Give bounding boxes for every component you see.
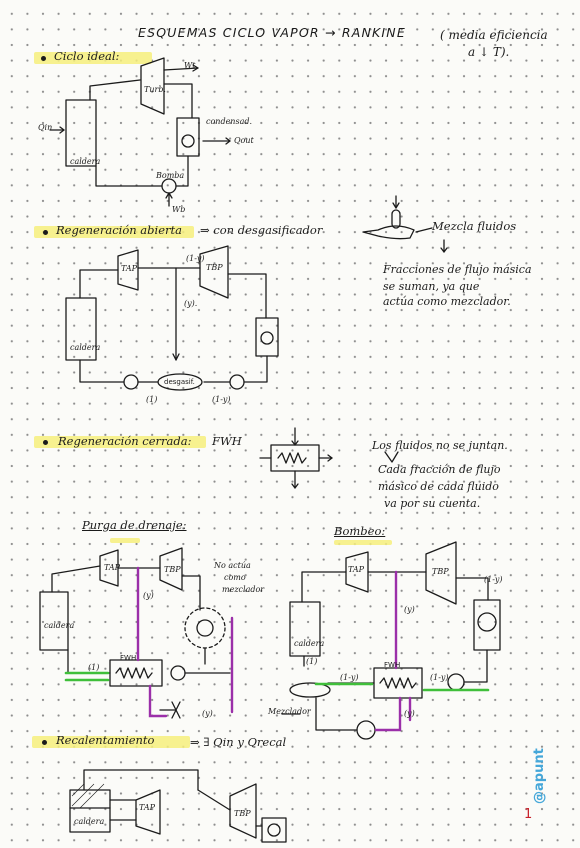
label-caldera-ideal: caldera <box>70 157 101 166</box>
page-subtitle-line2: a ↓ T). <box>468 45 510 59</box>
purple-flow-lines <box>136 566 412 732</box>
label-condensador: condensad. <box>206 117 252 126</box>
tap-turbine <box>117 249 139 291</box>
highlight-regen-open <box>34 226 194 238</box>
purga-annotation-1: No actúa <box>214 561 251 570</box>
heading-ideal: Ciclo ideal: <box>54 49 120 63</box>
label-1-bombeo: (1) <box>306 657 318 666</box>
heading-purga: Purga de drenaje: <box>82 518 187 532</box>
label-y-purga: (y) <box>143 591 154 600</box>
regen-closed-note-1: Los fluidos no se juntan. <box>372 439 508 452</box>
signature: @apunt <box>532 748 547 804</box>
label-qin: Qin <box>38 123 53 132</box>
label-1-purga: (1) <box>88 663 100 672</box>
label-bomba: Bomba <box>156 171 185 180</box>
label-y-bombeo: (y) <box>404 605 415 614</box>
boiler-box <box>65 99 97 167</box>
heading-regen-closed: Regeneración cerrada: <box>58 434 192 448</box>
regen-closed-note-3: másico de cada fluido <box>378 480 499 493</box>
label-qout: Qout <box>234 136 254 145</box>
page-number: 1 <box>524 807 533 822</box>
label-tap-purga: TAP <box>104 563 121 572</box>
label-1my-right: (1-y) <box>430 673 449 682</box>
label-tbp-reheat: TBP <box>234 809 251 818</box>
boiler-box-5 <box>69 789 111 833</box>
highlight-purga <box>110 538 140 543</box>
label-turbine-ideal: Turb. <box>144 85 166 94</box>
label-1my-green: (1-y) <box>340 673 359 682</box>
purga-annotation-2: como <box>224 573 246 582</box>
diagram-regen-open <box>65 245 279 391</box>
label-1my-bombeo: (1-y) <box>484 575 503 584</box>
pump-circle <box>161 178 177 194</box>
diagram-reheat <box>69 769 287 843</box>
label-tap-reheat: TAP <box>139 803 156 812</box>
heading-regen-open-suffix: ⇒ con desgasificador <box>200 223 323 237</box>
highlight-regen-closed <box>34 436 206 448</box>
bullet-regen-open <box>43 230 48 235</box>
label-1-bottom: (1) <box>146 395 158 404</box>
regen-closed-note-4: va por su cuenta. <box>384 497 481 510</box>
regen-closed-note-2: Cada fracción de flujo <box>378 463 501 476</box>
regen-open-note-2: se suman, ya que <box>383 280 480 293</box>
bullet-regen-closed <box>43 440 48 445</box>
bullet-reheat <box>42 740 47 745</box>
label-caldera-reheat: caldera <box>74 817 105 826</box>
fwh-box-purga <box>109 659 163 687</box>
mixing-label: Mezcla fluidos <box>432 219 517 233</box>
label-tap-bombeo: TAP <box>348 565 365 574</box>
condenser-box <box>176 117 200 157</box>
mixer-icon <box>362 195 448 253</box>
highlight-ideal <box>34 52 152 64</box>
condenser-box-2 <box>255 317 279 357</box>
highlight-reheat <box>32 736 190 748</box>
heading-bombeo: Bombeo: <box>334 524 386 538</box>
highlight-bombeo <box>334 540 392 545</box>
label-y-mid: (y). <box>184 299 198 308</box>
bullet-ideal <box>41 56 46 61</box>
diagram-bombeo <box>281 541 501 740</box>
label-mezclador: Mezclador <box>268 707 311 716</box>
tbp-turbine <box>199 245 229 299</box>
regen-open-note-1: Fracciones de flujo másica <box>383 263 532 276</box>
heading-regen-open: Regeneración abierta <box>56 223 182 237</box>
label-caldera-bombeo: caldera <box>294 639 325 648</box>
label-tbp-bombeo: TBP <box>432 567 449 576</box>
boiler-box-2 <box>65 297 97 361</box>
label-wb: Wb <box>172 205 186 214</box>
fwh-label: FWH <box>212 434 242 448</box>
label-desgasificador: desgasif. <box>164 378 195 386</box>
page-title: ESQUEMAS CICLO VAPOR → RANKINE <box>138 25 406 40</box>
heading-reheat-suffix: ⇒ ∃ Qin y Qrecal <box>190 735 287 749</box>
diagram-ideal-cycle <box>49 57 231 207</box>
green-flow-lines <box>64 671 490 692</box>
label-fwh-bombeo: FWH <box>384 661 401 669</box>
label-1my-top: (1-y) <box>186 254 205 263</box>
label-1my-bottom: (1-y) <box>212 395 231 404</box>
regen-open-note-3: actúa como mezclador. <box>383 295 511 308</box>
label-tbp-open: TBP <box>206 263 223 272</box>
page-subtitle-line1: ( media eficiencia <box>440 28 548 42</box>
label-y-purga-bottom: (y) <box>202 709 213 718</box>
condenser-box-5 <box>261 817 287 843</box>
boiler-box-3 <box>39 591 69 651</box>
label-tap-open: TAP <box>121 264 138 273</box>
label-fwh-purga: FWH <box>120 654 137 662</box>
heading-reheat: Recalentamiento <box>56 733 155 747</box>
turbine-shape <box>140 57 165 115</box>
diagram-fwh-closed <box>259 427 399 489</box>
label-tbp-purga: TBP <box>164 565 181 574</box>
label-caldera-purga: caldera <box>44 621 75 630</box>
reheat-hatch <box>71 783 105 809</box>
label-wt: Wt <box>184 61 196 70</box>
diagram-purga <box>39 547 231 719</box>
purga-annotation-3: mezclador <box>222 585 265 594</box>
label-y-bombeo-bottom: (y) <box>404 709 415 718</box>
boiler-box-4 <box>289 601 321 657</box>
label-caldera-open: caldera <box>70 343 101 352</box>
